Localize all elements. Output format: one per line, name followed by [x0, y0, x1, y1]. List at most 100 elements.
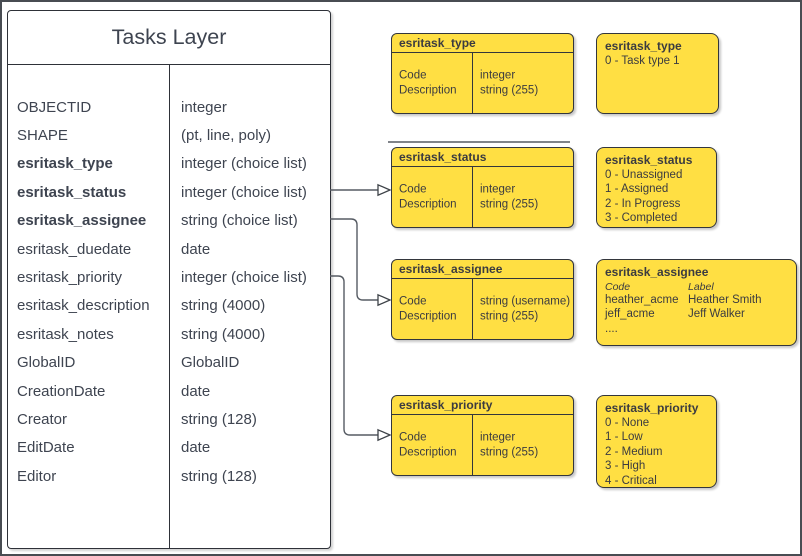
table-row: esritask_type integer (choice list): [8, 150, 330, 178]
table-row: esritask_duedate date: [8, 235, 330, 263]
field-type: date: [181, 439, 211, 457]
value-pair: heather_acme Heather Smith: [605, 293, 788, 308]
domain-type: integer: [480, 69, 516, 82]
value-item: 4 - Critical: [605, 474, 657, 487]
domain-field: Description: [399, 446, 457, 459]
field-type: integer (choice list): [181, 155, 307, 173]
value-item: 3 - High: [605, 460, 646, 473]
domain-field: Code: [399, 183, 427, 196]
field-type: date: [181, 382, 211, 400]
domain-field: Code: [399, 431, 427, 444]
field-type: (pt, line, poly): [181, 127, 272, 145]
value-label: Heather Smith: [688, 293, 762, 306]
field-type: string (128): [181, 410, 257, 428]
table-row: esritask_assignee string (choice list): [8, 207, 330, 235]
domain-field: Description: [399, 310, 457, 323]
column-divider: [169, 65, 171, 548]
field-name: OBJECTID: [17, 98, 92, 116]
table-row: esritask_description string (4000): [8, 292, 330, 320]
value-item: 3 - Completed: [605, 212, 678, 225]
field-name: esritask_assignee: [17, 212, 147, 230]
table-row: Creator string (128): [8, 405, 330, 433]
value-pair: jeff_acme Jeff Walker: [605, 307, 788, 322]
value-label: Jeff Walker: [688, 308, 745, 321]
table-row: esritask_status integer (choice list): [8, 178, 330, 206]
field-name: CreationDate: [17, 382, 106, 400]
domain-type: string (255): [480, 310, 539, 323]
domain-type: string (255): [480, 446, 539, 459]
field-type: integer (choice list): [181, 269, 307, 287]
value-ellipsis: ....: [605, 322, 618, 335]
values-title: esritask_status: [605, 153, 693, 167]
field-name: SHAPE: [17, 127, 68, 145]
domain-type: string (username): [480, 295, 571, 308]
domain-field: Description: [399, 198, 457, 211]
value-code: heather_acme: [605, 293, 679, 306]
field-name: Creator: [17, 410, 68, 428]
table-row: CreationDate date: [8, 377, 330, 405]
field-type: date: [181, 240, 211, 258]
value-item: 1 - Assigned: [605, 183, 669, 196]
value-code: jeff_acme: [605, 308, 655, 321]
connector-assignee: [330, 218, 378, 301]
field-type: string (128): [181, 467, 257, 485]
table-row: esritask_priority integer (choice list): [8, 263, 330, 291]
field-name: esritask_priority: [17, 269, 123, 287]
domain-type: integer: [480, 183, 516, 196]
domain-table-title: esritask_priority: [392, 396, 573, 415]
tasks-layer-title: Tasks Layer: [8, 11, 330, 65]
values-title: esritask_assignee: [605, 265, 709, 279]
domain-column-divider: [472, 167, 474, 227]
domain-field: Code: [399, 69, 427, 82]
domain-table-title: esritask_status: [392, 148, 573, 167]
values-box-priority[interactable]: esritask_priority 0 - None 1 - Low 2 - M…: [596, 395, 717, 488]
values-col-header: Code: [605, 280, 631, 293]
table-row: Editor string (128): [8, 462, 330, 490]
domain-table-title: esritask_type: [392, 34, 573, 53]
value-item: 0 - Unassigned: [605, 168, 683, 181]
values-col-header: Label: [688, 280, 714, 293]
values-title: esritask_priority: [605, 401, 699, 415]
arrowhead-priority: [377, 428, 392, 442]
field-name: esritask_duedate: [17, 240, 132, 258]
values-box-assignee[interactable]: esritask_assignee Code Label heather_acm…: [596, 259, 797, 346]
arrowhead-status: [377, 183, 392, 197]
domain-field: Description: [399, 84, 457, 97]
field-name: Editor: [17, 467, 57, 485]
field-name: esritask_description: [17, 297, 150, 315]
field-name: esritask_status: [17, 183, 127, 201]
field-name: esritask_type: [17, 155, 113, 173]
values-box-status[interactable]: esritask_status 0 - Unassigned 1 - Assig…: [596, 147, 717, 228]
values-box-type[interactable]: esritask_type 0 - Task type 1: [596, 33, 719, 114]
arrowhead-assignee: [377, 293, 392, 307]
field-name: esritask_notes: [17, 325, 114, 343]
field-type: integer (choice list): [181, 183, 307, 201]
domain-column-divider: [472, 415, 474, 475]
connector-priority: [330, 275, 378, 436]
field-type: string (choice list): [181, 212, 298, 230]
value-item: 2 - Medium: [605, 445, 663, 458]
field-name: GlobalID: [17, 354, 76, 372]
table-row: GlobalID GlobalID: [8, 349, 330, 377]
field-type: string (4000): [181, 325, 266, 343]
field-type: string (4000): [181, 297, 266, 315]
domain-type: string (255): [480, 84, 539, 97]
value-item: 1 - Low: [605, 431, 643, 444]
domain-column-divider: [472, 279, 474, 339]
domain-table-title: esritask_assignee: [392, 260, 573, 279]
domain-type: string (255): [480, 198, 539, 211]
domain-type: integer: [480, 431, 516, 444]
domain-column-divider: [472, 53, 474, 113]
values-title: esritask_type: [605, 39, 682, 53]
field-type: GlobalID: [181, 354, 240, 372]
value-item: 2 - In Progress: [605, 197, 681, 210]
value-item: 0 - None: [605, 416, 650, 429]
